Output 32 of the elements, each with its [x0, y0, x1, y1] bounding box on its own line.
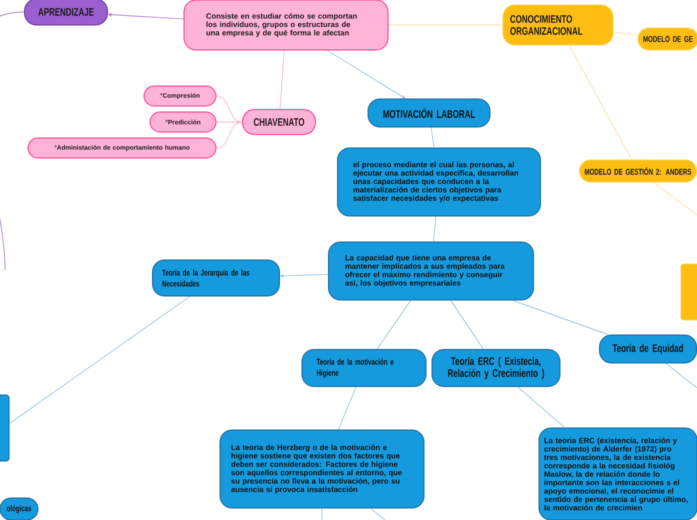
partial-box	[0, 394, 10, 462]
topic-box: Teoría de la motivación e Higiene	[302, 349, 426, 387]
topic-box: CONOCIMIENTO ORGANIZACIONAL	[502, 4, 614, 46]
connector-line	[0, 12, 24, 270]
connector-line	[388, 24, 503, 26]
connector-line	[450, 300, 484, 350]
connector-line	[216, 122, 242, 148]
connector-line	[433, 216, 436, 242]
topic-box: Teoría de la Jerarquía de las Necesidades	[152, 260, 280, 296]
arrow	[327, 50, 406, 98]
connector-line	[280, 50, 285, 110]
connector-line	[666, 363, 697, 388]
connector-line	[653, 182, 697, 216]
connector-line	[518, 386, 565, 428]
topic-box: CHIAVENATO	[242, 109, 316, 135]
connector-line	[376, 300, 411, 350]
connector-line	[613, 32, 638, 36]
connector-line	[568, 45, 632, 160]
topic-box: Teoría de Equidad	[599, 334, 697, 364]
connector-line	[9, 296, 190, 424]
topic-box: APRENDIZAJE	[24, 0, 108, 26]
topic-box: MOTIVACIÓN LABORAL	[368, 98, 490, 128]
connector-line	[512, 300, 608, 335]
topic-box: MODELO DE GESTIÓN 2: ANDERS	[579, 160, 697, 182]
partial-box	[680, 264, 697, 320]
connector-line	[430, 127, 434, 148]
connector-line	[338, 386, 356, 430]
connector-line	[370, 508, 386, 520]
connector-line	[216, 96, 242, 122]
topic-box: MODELO DE GE	[638, 28, 697, 50]
topic-box: ológicas	[0, 498, 38, 520]
topic-box: Teoría ERC ( Existecia, Relación y Crecimiento )	[432, 349, 560, 387]
